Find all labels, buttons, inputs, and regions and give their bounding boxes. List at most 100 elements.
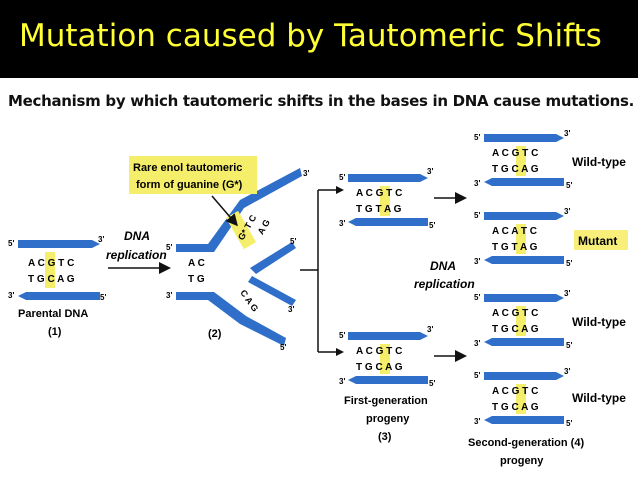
diagram-caption: Mechanism by which tautomeric shifts in … [8, 92, 635, 110]
prime-label: 3' [98, 235, 104, 244]
prime-label: 5' [339, 331, 345, 340]
outcome-3-top-seq: A C G T C [492, 308, 538, 319]
prime-label: 3' [339, 219, 345, 228]
first-gen-2-bottom-seq: T G C A G [356, 362, 403, 373]
prime-label: 3' [8, 291, 14, 300]
strand [484, 178, 564, 186]
highlight-bar [380, 344, 390, 374]
first-gen-label: progeny [366, 413, 410, 425]
second-gen-duplex-4: A C G T C T G C A G 5' 3' 3' 5' Wild-typ… [474, 367, 626, 428]
second-gen-duplex-1: A C G T C T G C A G 5' 3' 3' 5' Wild-typ… [474, 129, 626, 190]
prime-label: 3' [474, 179, 480, 188]
strand [348, 174, 428, 182]
prime-label: 3' [427, 167, 433, 176]
strand [348, 332, 428, 340]
replication-label-1: DNA [124, 229, 150, 243]
prime-label: 3' [339, 377, 345, 386]
prime-label: 5' [474, 211, 480, 220]
replication-label-1: replication [106, 248, 167, 262]
highlight-bar [380, 186, 390, 216]
prime-label: 5' [429, 221, 435, 230]
prime-label: 3' [564, 289, 570, 298]
parental-highlight-bar [45, 252, 55, 288]
replication-fork: A C T G G* T C A G C A G 5' 3' 3' 5' 3' … [166, 168, 309, 352]
second-gen-duplex-3: A C G T C T G C A G 5' 3' 3' 5' Wild-typ… [474, 289, 626, 350]
callout-arrow [211, 195, 238, 227]
outcome-3-bottom-seq: T G C A G [492, 324, 539, 335]
fork-top-left-seq: A C [188, 258, 205, 269]
prime-label: 5' [280, 343, 286, 352]
first-gen-1-top-seq: A C G T C [356, 188, 402, 199]
first-gen-bracket [300, 189, 336, 353]
first-gen-label: First-generation [344, 395, 428, 407]
prime-label: 3' [303, 169, 309, 178]
prime-label: 5' [566, 181, 572, 190]
prime-label: 5' [166, 243, 172, 252]
parental-top-seq: A C G T C [28, 258, 74, 269]
prime-label: 3' [564, 129, 570, 138]
bracket-arrowhead [336, 186, 344, 194]
slide-title: Mutation caused by Tautomeric Shifts [19, 18, 602, 54]
first-gen-2-top-seq: A C G T C [356, 346, 402, 357]
step-2-label: (2) [208, 328, 222, 340]
strand [484, 372, 564, 380]
prime-label: 3' [474, 257, 480, 266]
fork-bottom-strand [176, 292, 286, 346]
strand [484, 416, 564, 424]
parental-bottom-seq: T G C A G [28, 274, 75, 285]
mutant-highlight [574, 230, 628, 250]
prime-label: 5' [474, 133, 480, 142]
callout-line-1: Rare enol tautomeric [133, 162, 242, 174]
strand [484, 256, 564, 264]
fork-inner-upper [250, 242, 296, 274]
prime-label: 5' [566, 419, 572, 428]
outcome-1-label: Wild-type [572, 155, 626, 169]
first-gen-duplex-2: A C G T C T G C A G 5' 3' 3' 5' [339, 325, 435, 388]
second-gen-label: progeny [500, 455, 544, 467]
prime-label: 5' [8, 239, 14, 248]
fork-inner-lower [248, 276, 296, 306]
prime-label: 3' [474, 417, 480, 426]
prime-label: 5' [474, 371, 480, 380]
highlight-bar [516, 384, 526, 414]
strand [484, 294, 564, 302]
fork-lower-branch-seq: C A G [238, 288, 260, 314]
second-gen-duplex-2: A C A T C T G T A G 5' 3' 3' 5' Mutant [474, 207, 628, 268]
prime-label: 3' [166, 291, 172, 300]
prime-label: 3' [564, 367, 570, 376]
prime-label: 5' [429, 379, 435, 388]
prime-label: 3' [474, 339, 480, 348]
parental-bottom-strand [18, 292, 100, 300]
step-1-label: (1) [48, 326, 62, 338]
strand [348, 376, 428, 384]
prime-label: 5' [566, 259, 572, 268]
prime-label: 5' [474, 293, 480, 302]
outcome-2-top-seq: A C A T C [492, 226, 537, 237]
outcome-1-top-seq: A C G T C [492, 148, 538, 159]
prime-label: 5' [339, 173, 345, 182]
parental-dna-label: Parental DNA [18, 308, 88, 320]
replication-label-2: DNA [430, 259, 456, 273]
highlight-bar [516, 224, 526, 254]
strand [348, 218, 428, 226]
first-gen-1-bottom-seq: T G T A G [356, 204, 402, 215]
callout-line-2: form of guanine (G*) [136, 179, 243, 191]
outcome-4-top-seq: A C G T C [492, 386, 538, 397]
parental-top-strand [18, 240, 100, 248]
prime-label: 5' [566, 341, 572, 350]
parental-duplex: A C G T C T G C A G 5' 3' 3' 5' Parental… [8, 235, 106, 338]
prime-label: 3' [427, 325, 433, 334]
outcome-1-bottom-seq: T G C A G [492, 164, 539, 175]
replication-label-2: replication [414, 277, 475, 291]
outcome-2-label: Mutant [578, 234, 617, 248]
title-bar [0, 0, 638, 78]
outcome-4-bottom-seq: T G C A G [492, 402, 539, 413]
strand [484, 134, 564, 142]
strand [484, 338, 564, 346]
fork-bottom-left-seq: T G [188, 274, 205, 285]
bracket-arrowhead [336, 348, 344, 356]
prime-label: 5' [290, 237, 296, 246]
callout-box [129, 156, 257, 194]
outcome-2-bottom-seq: T G T A G [492, 242, 538, 253]
